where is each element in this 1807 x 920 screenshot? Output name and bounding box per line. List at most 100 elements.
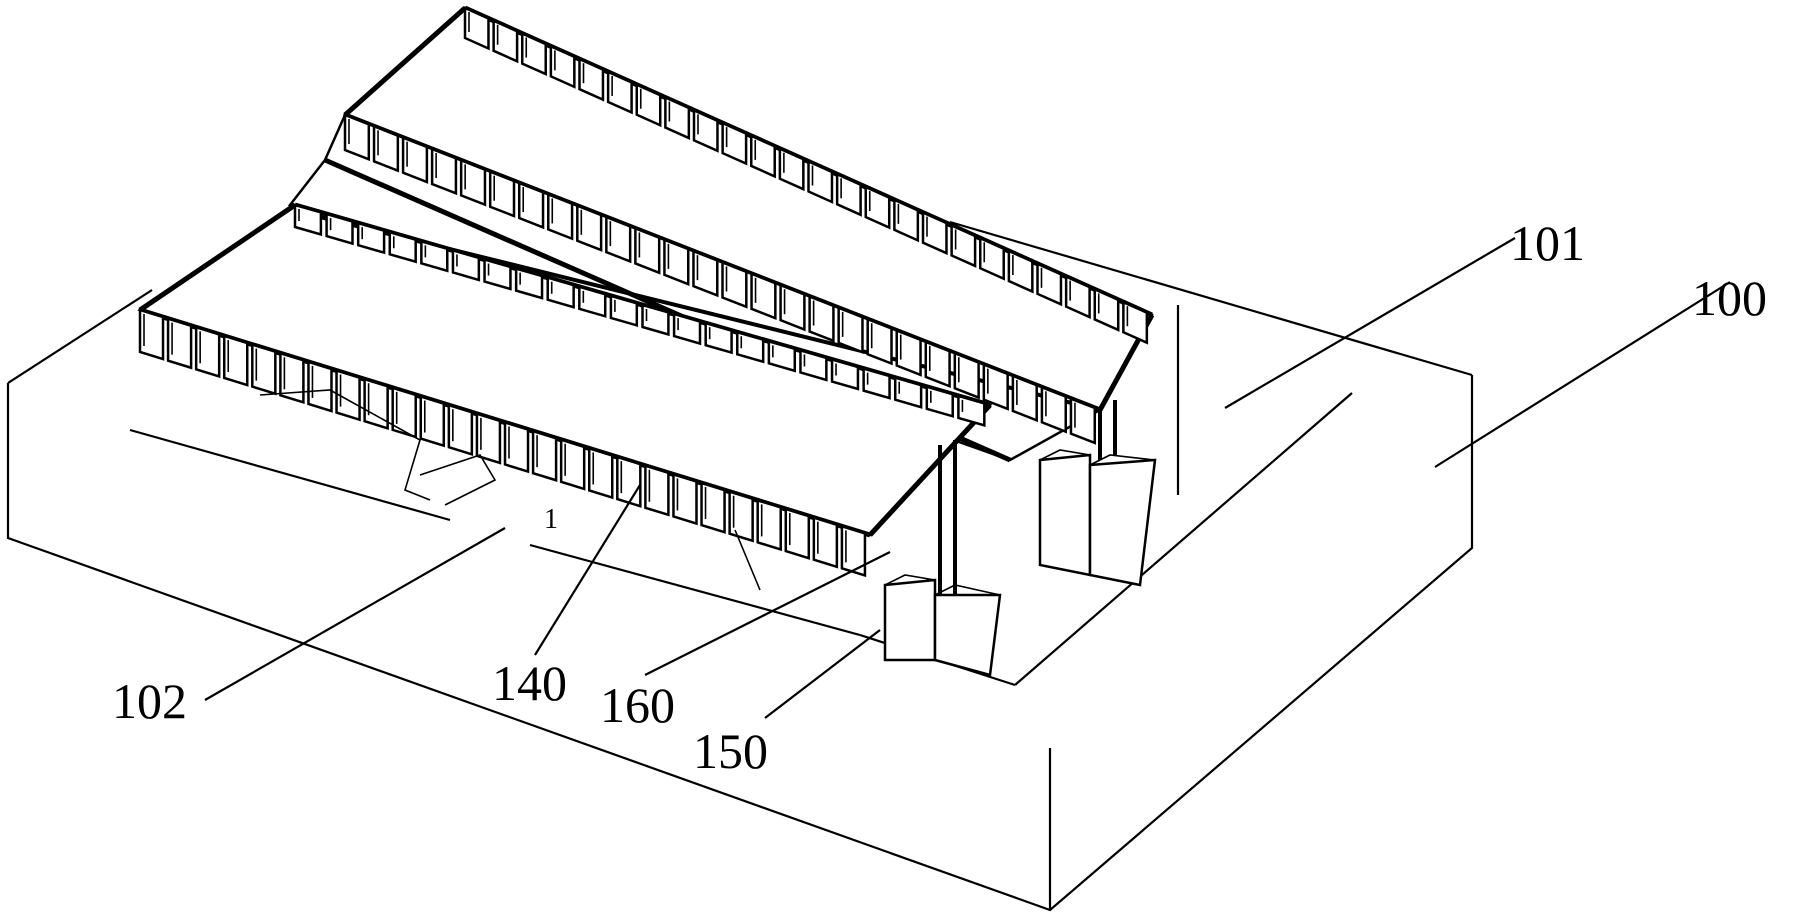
storage-units: [883, 449, 1157, 677]
solar-cell-tab: [663, 237, 690, 286]
solar-cell-tab: [979, 236, 1005, 281]
base-block: [6, 220, 1474, 912]
solar-cell-tab: [166, 316, 193, 370]
solar-cell-tab: [576, 203, 603, 252]
solar-cell-tab: [750, 272, 777, 320]
solar-cell-tab: [606, 70, 633, 115]
solar-cell-tab: [672, 312, 702, 346]
solar-cell-tab: [420, 239, 449, 273]
solar-cell-tab: [736, 330, 765, 364]
solar-cell-tab: [605, 215, 632, 264]
solar-cell-tab: [840, 524, 867, 578]
solar-cell-tab: [692, 249, 719, 298]
solar-cell-tab: [837, 306, 864, 355]
solar-cell-tab: [925, 385, 954, 418]
solar-cell-tab: [924, 340, 951, 389]
solar-cell-tab: [372, 124, 400, 173]
solar-cell-tab: [728, 490, 754, 543]
solar-cell-tab: [578, 57, 605, 102]
solar-cell-tab: [517, 181, 545, 230]
leader-lines: [204, 237, 1731, 719]
solar-cell-tab: [492, 18, 519, 64]
solar-cell-tab: [750, 133, 776, 179]
solar-cell-tab: [578, 285, 607, 318]
support-structure: [259, 389, 1117, 605]
solar-cell-tab: [459, 158, 487, 207]
solar-cell-tab: [475, 412, 502, 465]
solar-cell-tab: [812, 515, 839, 569]
solar-cell-tab: [549, 44, 576, 89]
solar-cell-tab: [1036, 261, 1063, 307]
label-101: 101: [1510, 215, 1585, 271]
solar-cell-tabs: [138, 6, 1149, 578]
solar-cell-tab: [799, 348, 828, 382]
solar-cell-tab: [866, 317, 893, 366]
solar-cell-tab: [634, 226, 661, 275]
solar-cell-tab: [447, 403, 474, 456]
solar-cell-tab: [700, 481, 726, 534]
solar-cell-tab: [692, 108, 719, 153]
solar-cell-tab: [641, 303, 670, 337]
solar-cell-tab: [862, 366, 891, 400]
solar-cell-tab: [893, 197, 920, 243]
solar-cell-tab: [335, 368, 361, 422]
solar-cell-tab: [1007, 249, 1034, 294]
solar-cell-tab: [194, 325, 221, 379]
solar-cell-tab: [808, 294, 835, 343]
solar-cell-tab: [950, 223, 977, 268]
solar-cell-tab: [921, 210, 948, 256]
solar-cell-tab: [895, 328, 922, 377]
solar-cell-tab: [451, 248, 481, 282]
reference-labels: 101 100 102 140 160 150 1: [112, 215, 1767, 779]
solar-cell-tab: [1069, 396, 1097, 445]
solar-cell-tab: [587, 446, 614, 500]
solar-cell-tab: [1011, 374, 1038, 423]
solar-cell-tab: [222, 334, 249, 387]
leader-101: [1224, 237, 1516, 409]
solar-cell-tab: [279, 351, 305, 405]
solar-cell-tab: [672, 472, 698, 526]
solar-cell-tab: [784, 507, 811, 560]
solar-cell-tab: [503, 420, 530, 474]
solar-cell-tab: [609, 294, 639, 328]
solar-cell-tab: [704, 321, 733, 355]
solar-cell-tab: [1040, 385, 1067, 434]
solar-cell-tab: [893, 376, 923, 409]
solar-cell-tab: [1093, 287, 1120, 332]
solar-cell-tab: [807, 159, 834, 204]
leader-100: [1434, 281, 1731, 468]
solar-cell-tab: [488, 169, 516, 218]
solar-cell-tab: [721, 260, 748, 309]
solar-cell-tab: [559, 438, 586, 491]
leader-160: [644, 551, 891, 676]
solar-cell-tab: [756, 498, 782, 552]
label-140: 140: [492, 655, 567, 711]
leader-140: [534, 484, 641, 656]
solar-cell-tab: [721, 121, 748, 166]
solar-cell-tab: [864, 185, 891, 230]
solar-cell-tab: [138, 308, 165, 361]
leader-150: [764, 629, 881, 719]
solar-cell-tab: [293, 203, 323, 237]
solar-cell-tab: [1064, 274, 1091, 320]
solar-cell-tab: [830, 357, 860, 391]
solar-cell-tab: [531, 429, 558, 482]
solar-cell-tab: [778, 146, 805, 192]
solar-cell-tab: [419, 394, 446, 448]
label-102: 102: [112, 673, 187, 729]
label-1: 1: [544, 504, 558, 535]
solar-cell-tab: [664, 95, 691, 140]
solar-cell-tab: [356, 221, 386, 255]
solar-cell-tab: [982, 362, 1009, 411]
leader-102: [204, 527, 506, 701]
solar-cell-tab: [521, 31, 547, 77]
label-150: 150: [693, 723, 768, 779]
solar-cell-tab: [546, 276, 575, 309]
solar-cell-tab: [483, 257, 512, 291]
label-160: 160: [600, 677, 675, 733]
solar-cell-tab: [644, 464, 670, 517]
solar-cell-tab: [343, 113, 371, 162]
solar-cell-tab: [514, 266, 544, 300]
solar-cell-tab: [767, 339, 797, 373]
